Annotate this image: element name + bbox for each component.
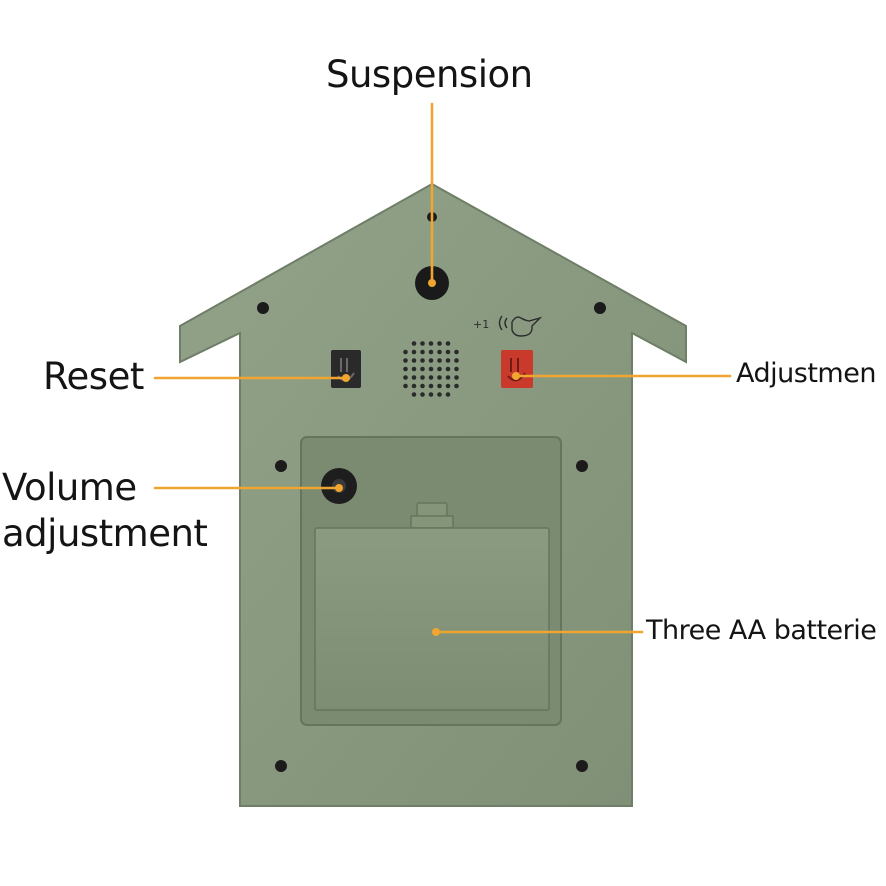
leader-dot-volume	[335, 484, 343, 492]
speaker-hole	[403, 383, 408, 389]
speaker-hole	[411, 341, 417, 346]
label-reset: Reset	[43, 355, 144, 398]
speaker-hole	[454, 358, 459, 363]
label-batteries: Three AA batterie	[646, 615, 877, 646]
leader-dot-adjustment	[512, 372, 520, 380]
label-volume-line1: Volume	[2, 466, 137, 509]
sound-waves-icon	[498, 315, 508, 331]
speaker-hole	[437, 341, 442, 346]
speaker-hole	[437, 392, 442, 397]
screw-hole-left	[257, 302, 269, 314]
bird-icon	[511, 316, 543, 337]
speaker-hole	[445, 358, 451, 363]
leader-dot-reset	[342, 374, 350, 382]
speaker-hole	[420, 366, 425, 372]
speaker-hole	[428, 341, 434, 346]
speaker-hole	[428, 358, 434, 363]
speaker-hole	[445, 341, 451, 346]
speaker-hole	[403, 366, 408, 372]
speaker-hole	[445, 366, 451, 372]
speaker-hole	[428, 366, 434, 372]
speaker-hole	[411, 366, 417, 372]
leader-dot-batteries	[432, 628, 440, 636]
speaker-hole	[428, 383, 434, 389]
label-volume-adjustment: Volume adjustment	[2, 465, 208, 557]
screw-hole-mid-left	[275, 460, 287, 472]
speaker-hole	[437, 366, 442, 372]
leader-dot-suspension	[428, 279, 436, 287]
speaker-hole	[420, 375, 425, 380]
speaker-hole	[445, 392, 451, 397]
speaker-hole	[428, 375, 434, 380]
speaker-hole	[428, 392, 434, 397]
speaker-hole	[454, 375, 459, 380]
speaker-hole	[437, 375, 442, 380]
speaker-hole	[403, 349, 408, 355]
speaker-hole	[454, 383, 459, 389]
speaker-hole	[437, 358, 442, 363]
speaker-hole	[445, 349, 451, 355]
speaker-hole	[403, 375, 408, 380]
speaker-hole	[420, 358, 425, 363]
speaker-hole	[445, 375, 451, 380]
speaker-hole	[445, 383, 451, 389]
screw-hole-bottom-left	[275, 760, 287, 772]
speaker-hole	[411, 375, 417, 380]
speaker-hole	[403, 358, 408, 363]
speaker-hole	[411, 349, 417, 355]
speaker-hole	[420, 341, 425, 346]
screw-hole-bottom-right	[576, 760, 588, 772]
label-adjustment: Adjustmen	[736, 358, 876, 389]
speaker-hole	[454, 349, 459, 355]
screw-hole-mid-right	[576, 460, 588, 472]
speaker-hole	[454, 366, 459, 372]
screw-hole-right	[594, 302, 606, 314]
speaker-hole	[411, 358, 417, 363]
label-suspension: Suspension	[326, 53, 533, 96]
speaker-hole	[411, 383, 417, 389]
speaker-grille	[403, 341, 459, 397]
speaker-hole	[428, 349, 434, 355]
battery-latch-tab	[410, 515, 454, 529]
label-volume-line2: adjustment	[2, 512, 208, 555]
speaker-hole	[437, 383, 442, 389]
plus-one-text: +1	[473, 318, 489, 331]
speaker-hole	[420, 392, 425, 397]
speaker-hole	[411, 392, 417, 397]
battery-cover	[314, 527, 550, 711]
speaker-hole	[437, 349, 442, 355]
speaker-hole	[420, 349, 425, 355]
speaker-hole	[420, 383, 425, 389]
